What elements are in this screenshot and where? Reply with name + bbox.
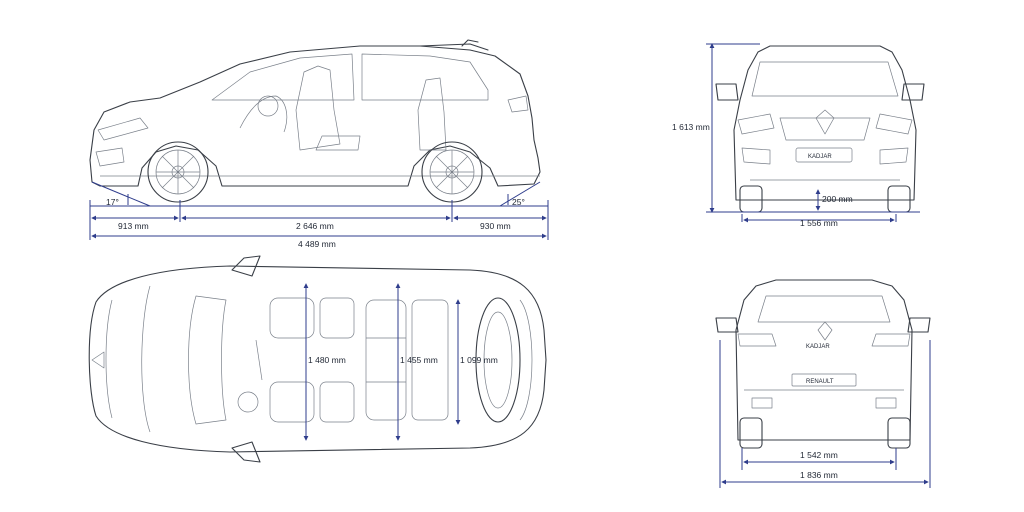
front-overhang-label: 913 mm — [118, 221, 149, 231]
front-badge: KADJAR — [808, 154, 832, 160]
side-view-dimensions — [89, 181, 549, 240]
rear-view-car — [715, 279, 931, 449]
rear-view-dimensions — [719, 340, 931, 488]
front-view-dimensions — [706, 43, 920, 223]
departure-angle-label: 25° — [512, 197, 525, 207]
top-view-car — [88, 255, 547, 463]
rear-badge: KADJAR — [806, 344, 830, 350]
ground-clearance-label: 200 mm — [822, 194, 853, 204]
rear-interior-width-label: 1 455 mm — [400, 355, 438, 365]
overall-length-label: 4 489 mm — [298, 239, 336, 249]
approach-angle-label: 17° — [106, 197, 119, 207]
height-label: 1 613 mm — [672, 122, 710, 132]
rear-overhang-label: 930 mm — [480, 221, 511, 231]
front-view-car — [715, 45, 925, 213]
rear-track-label: 1 542 mm — [800, 450, 838, 460]
side-view-car — [89, 39, 541, 203]
overall-width-label: 1 836 mm — [800, 470, 838, 480]
wheelbase-label: 2 646 mm — [296, 221, 334, 231]
rear-plate: RENAULT — [806, 379, 834, 385]
front-interior-width-label: 1 480 mm — [308, 355, 346, 365]
front-track-label: 1 556 mm — [800, 218, 838, 228]
dimension-labels: 17° 25° 913 mm 2 646 mm 930 mm 4 489 mm … — [106, 122, 853, 480]
boot-width-label: 1 099 mm — [460, 355, 498, 365]
top-view-dimensions — [303, 283, 461, 441]
